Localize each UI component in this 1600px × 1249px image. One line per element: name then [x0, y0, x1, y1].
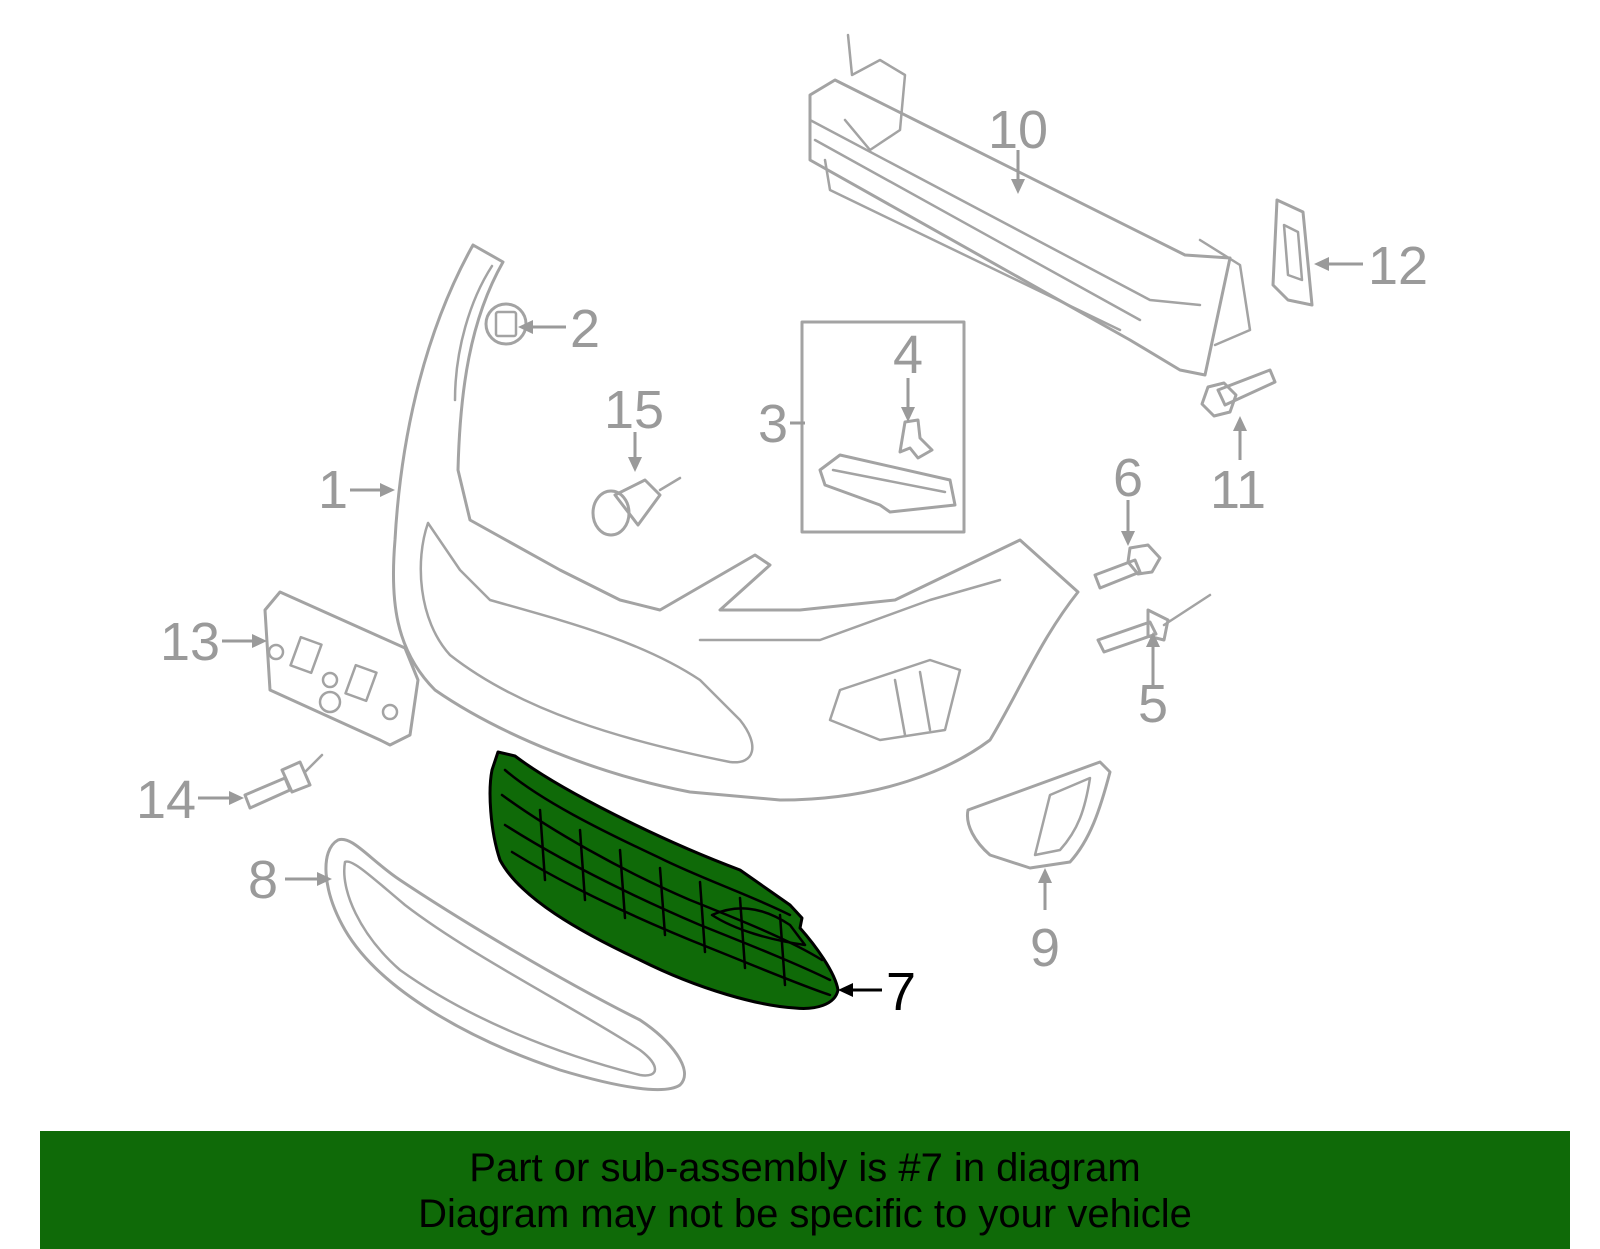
callout-13: 13 [160, 612, 220, 672]
part-11-bolt [1200, 368, 1277, 418]
callout-4: 4 [893, 325, 923, 385]
part-3-group-box [800, 320, 966, 534]
callout-11: 11 [1210, 460, 1266, 520]
part-4-clip [898, 418, 934, 460]
callout-12: 12 [1368, 236, 1428, 296]
footer-line-1: Part or sub-assembly is #7 in diagram [469, 1146, 1141, 1190]
part-5-pin [1096, 593, 1212, 654]
footer-banner: Part or sub-assembly is #7 in diagram Di… [40, 1131, 1570, 1249]
part-2-clip [484, 302, 528, 346]
part-10-reinforcement-beam [808, 33, 1252, 377]
part-6-bolt [1093, 543, 1162, 590]
callout-14: 14 [136, 770, 196, 830]
part-12-bracket [1271, 198, 1314, 307]
part-1-bumper-cover [391, 243, 1080, 802]
part-15-sensor [591, 476, 682, 537]
part-8-grille-surround [324, 837, 686, 1092]
part-14-pin [243, 753, 324, 810]
part-9-fog-bezel [965, 760, 1112, 870]
callout-2: 2 [570, 299, 600, 359]
callout-5: 5 [1138, 674, 1168, 734]
callout-8: 8 [248, 850, 278, 910]
callout-numbers: 1 2 3 4 5 6 7 8 9 10 11 12 13 14 15 [136, 100, 1428, 1022]
callout-10: 10 [988, 100, 1048, 160]
callout-9: 9 [1030, 918, 1060, 978]
callout-leaders [198, 150, 1363, 997]
callout-3: 3 [758, 394, 788, 454]
part-13-license-bracket [263, 590, 420, 747]
callout-6: 6 [1113, 448, 1143, 508]
callout-1: 1 [318, 460, 348, 520]
callout-15: 15 [604, 380, 664, 440]
part-7-lower-grille [488, 750, 840, 1010]
footer-line-2: Diagram may not be specific to your vehi… [418, 1192, 1192, 1236]
callout-7: 7 [886, 962, 916, 1022]
